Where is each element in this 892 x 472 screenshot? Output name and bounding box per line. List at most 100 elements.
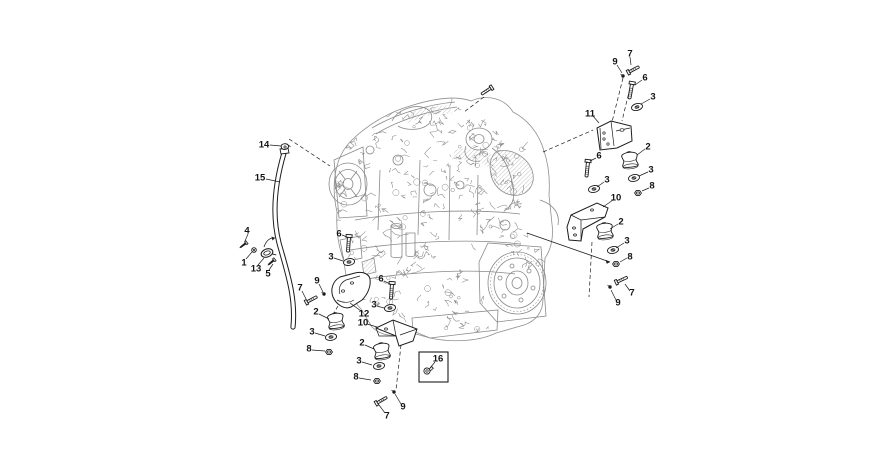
callout-leader-line	[634, 79, 643, 86]
bolt-7-icon	[625, 63, 641, 76]
bolt-7-icon	[613, 274, 629, 286]
assembly-dashed-line	[588, 241, 593, 298]
isolator-2-icon	[620, 150, 640, 171]
flywheel	[487, 251, 547, 315]
callout-2[interactable]: 2	[618, 217, 623, 228]
callout-leader-line	[358, 377, 372, 381]
callout-leader-line	[624, 283, 631, 292]
bracket-12	[331, 271, 371, 309]
callout-6[interactable]: 6	[378, 274, 383, 285]
callout-6[interactable]: 6	[642, 73, 647, 84]
callout-2[interactable]: 2	[313, 307, 318, 318]
callout-6[interactable]: 6	[596, 151, 601, 162]
callout-leader-line	[364, 344, 375, 350]
bolt-5-icon	[266, 257, 277, 267]
assembly-dashed-line	[542, 129, 594, 153]
callout-leader-line	[333, 257, 344, 262]
bolt-4-icon	[238, 240, 249, 250]
callout-13[interactable]: 13	[251, 264, 262, 275]
callout-4[interactable]: 4	[244, 226, 250, 237]
callout-leader-line	[629, 56, 632, 66]
callout-10[interactable]: 10	[611, 193, 622, 204]
callout-1[interactable]: 1	[241, 258, 247, 269]
assembly-dashed-line	[463, 96, 485, 113]
engine-illustration	[328, 97, 559, 342]
callout-15[interactable]: 15	[255, 173, 266, 184]
callout-leader-line	[592, 115, 600, 124]
assembly-dashed-line	[288, 138, 331, 167]
callout-leader-line	[429, 361, 436, 369]
callout-7[interactable]: 7	[627, 49, 632, 60]
washer-3-icon	[372, 361, 386, 371]
callout-8[interactable]: 8	[627, 252, 632, 263]
bolt-7-icon	[303, 293, 319, 306]
callout-7[interactable]: 7	[629, 288, 634, 299]
callout-2[interactable]: 2	[359, 338, 364, 349]
callout-3[interactable]: 3	[648, 165, 653, 176]
callout-leader-line	[383, 280, 391, 285]
callout-11[interactable]: 11	[585, 109, 596, 120]
callout-7[interactable]: 7	[384, 411, 389, 422]
bracket-11	[596, 120, 633, 151]
callout-leader-line	[245, 251, 253, 260]
isolator-2-icon	[372, 341, 392, 362]
assembly-dashed-line	[333, 305, 339, 314]
assembly-lines-layer	[288, 77, 631, 391]
callout-3[interactable]: 3	[650, 92, 655, 103]
callout-9[interactable]: 9	[400, 402, 405, 413]
isolator-2-icon	[326, 311, 346, 332]
callout-leader-line	[610, 289, 617, 301]
callout-10[interactable]: 10	[358, 318, 369, 329]
bracket-10-right	[566, 202, 609, 242]
callout-12[interactable]: 12	[359, 309, 370, 320]
callout-leader-line	[349, 302, 362, 312]
callout-2[interactable]: 2	[645, 142, 650, 153]
callout-3[interactable]: 3	[624, 236, 629, 247]
pin-9-icon	[321, 291, 327, 297]
callout-3[interactable]: 3	[356, 356, 361, 367]
bolt-7-icon	[373, 394, 389, 407]
inset-box-16	[418, 351, 449, 383]
assembly-dashed-line	[395, 344, 402, 391]
callout-3[interactable]: 3	[371, 300, 376, 311]
callout-7[interactable]: 7	[297, 283, 302, 294]
callout-3[interactable]: 3	[328, 252, 333, 263]
callout-leader-line	[318, 313, 330, 320]
isolator-2-icon	[595, 221, 615, 242]
washer-3-icon	[324, 332, 338, 342]
callout-leader-line	[361, 361, 373, 366]
callout-6[interactable]: 6	[336, 229, 341, 240]
callout-9[interactable]: 9	[615, 298, 620, 309]
callout-leader-line	[589, 157, 597, 162]
callout-5[interactable]: 5	[265, 269, 271, 280]
callout-8[interactable]: 8	[649, 181, 654, 192]
callout-3[interactable]: 3	[604, 175, 609, 186]
callout-leader-line	[596, 181, 605, 188]
callout-9[interactable]: 9	[314, 276, 319, 287]
callout-leader-line	[636, 148, 646, 156]
nut-8-icon	[634, 190, 642, 196]
fitting-14-icon	[280, 143, 291, 150]
callout-8[interactable]: 8	[306, 344, 311, 355]
callout-leader-line	[641, 187, 650, 192]
callout-leader-line	[615, 242, 625, 249]
nut-8-icon	[373, 378, 381, 384]
bolt-6-icon	[582, 158, 592, 178]
nut-8-icon	[325, 349, 333, 355]
callout-9[interactable]: 9	[612, 57, 617, 68]
callout-leader-line	[619, 257, 628, 263]
assembly-line	[526, 232, 611, 263]
callout-leader-line	[268, 263, 274, 271]
pin-9-icon	[607, 284, 613, 290]
callout-8[interactable]: 8	[353, 372, 358, 383]
callout-leader-line	[311, 349, 326, 352]
callout-3[interactable]: 3	[309, 327, 314, 338]
front-pulley	[328, 162, 368, 206]
callout-leader-line	[265, 178, 281, 183]
assembly-dashed-line	[621, 87, 631, 122]
callout-16[interactable]: 16	[433, 354, 444, 365]
callout-leader-line	[257, 257, 265, 266]
callout-14[interactable]: 14	[259, 140, 270, 151]
clamp-position-arrowhead	[271, 236, 275, 241]
